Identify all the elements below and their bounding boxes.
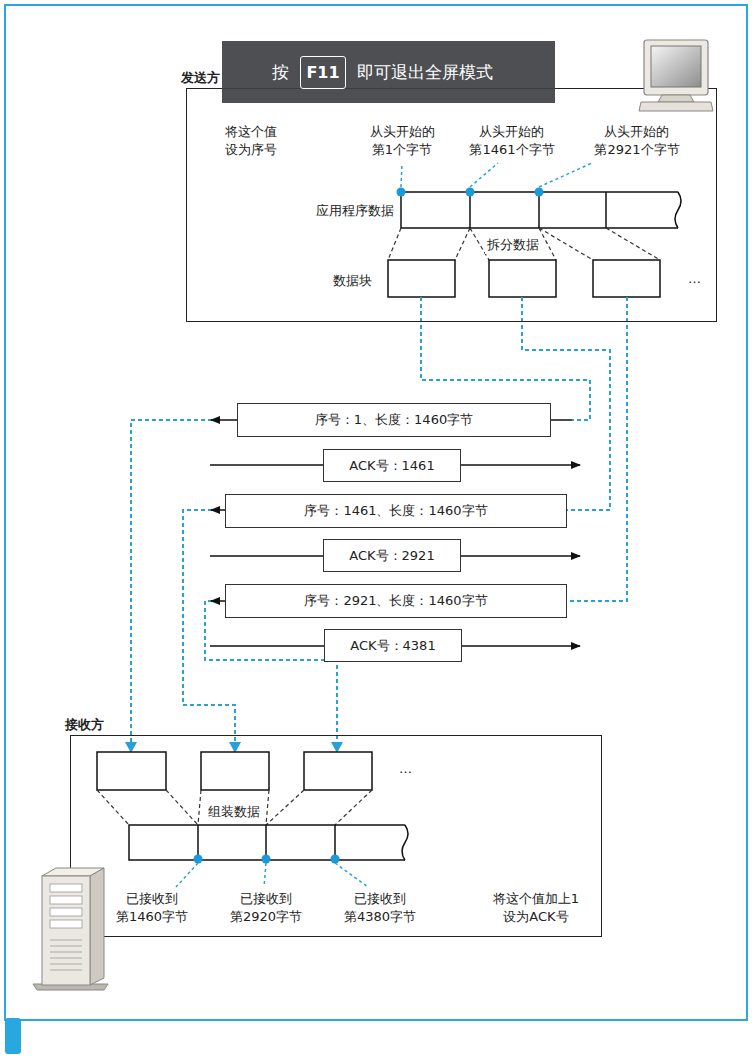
banner-text: 按 xyxy=(272,61,289,84)
route-lines xyxy=(131,297,627,742)
page-frame xyxy=(5,5,747,1020)
note-label: … xyxy=(399,760,412,778)
segment-box: ACK号：2921 xyxy=(323,539,461,572)
note-label: 将这个值 设为序号 xyxy=(225,123,277,158)
note-label: 将这个值加上1 设为ACK号 xyxy=(493,890,579,925)
box-label: 序号：1、长度：1460字节 xyxy=(315,411,473,429)
box-label: 序号：2921、长度：1460字节 xyxy=(304,592,487,610)
transfer-lines xyxy=(210,420,580,646)
split-lines xyxy=(388,228,660,260)
note-label: 已接收到 第4380字节 xyxy=(344,890,416,925)
computer-icon xyxy=(639,40,713,111)
server-icon xyxy=(33,868,108,990)
leader-lines xyxy=(176,863,368,887)
note-label: 从头开始的 第1个字节 xyxy=(370,123,435,158)
box-heading: 发送方 xyxy=(181,69,220,87)
note-label: … xyxy=(688,270,701,288)
received-dots xyxy=(194,855,340,864)
note-label: 已接收到 第1460字节 xyxy=(116,890,188,925)
fullscreen-banner: 按 即可退出全屏模式 F11 xyxy=(222,41,555,103)
note-label: 从头开始的 第2921个字节 xyxy=(594,123,679,158)
segment-box: 序号：1461、长度：1460字节 xyxy=(225,494,567,528)
sequence-dots xyxy=(397,188,544,197)
sender-data-blocks xyxy=(388,260,660,297)
segment-box: 序号：1、长度：1460字节 xyxy=(237,403,551,437)
host-box: 发送方 xyxy=(186,88,717,322)
key-cap: F11 xyxy=(300,56,346,89)
note-label: 数据块 xyxy=(333,272,372,290)
box-label: ACK号：2921 xyxy=(349,547,434,565)
page-tab xyxy=(5,1018,21,1054)
host-box: 接收方 xyxy=(70,735,602,937)
note-label: 拆分数据 xyxy=(485,236,541,254)
receiver-data-blocks xyxy=(97,752,372,790)
banner-text: 即可退出全屏模式 xyxy=(357,61,493,84)
box-label: 序号：1461、长度：1460字节 xyxy=(304,502,487,520)
sender-data-bar xyxy=(401,192,681,228)
segment-box: ACK号：4381 xyxy=(324,629,462,662)
note-label: 组装数据 xyxy=(206,803,262,821)
box-heading: 接收方 xyxy=(65,716,104,734)
box-label: ACK号：4381 xyxy=(350,637,435,655)
note-label: 应用程序数据 xyxy=(316,202,394,220)
note-label: 已接收到 第2920字节 xyxy=(230,890,302,925)
assemble-lines xyxy=(97,790,372,825)
segment-box: ACK号：1461 xyxy=(323,449,461,482)
note-label: 从头开始的 第1461个字节 xyxy=(469,123,554,158)
box-label: F11 xyxy=(306,63,339,82)
box-label: ACK号：1461 xyxy=(349,457,434,475)
segment-box: 序号：2921、长度：1460字节 xyxy=(225,584,567,618)
receiver-data-bar xyxy=(129,825,408,860)
leader-lines xyxy=(401,163,592,187)
